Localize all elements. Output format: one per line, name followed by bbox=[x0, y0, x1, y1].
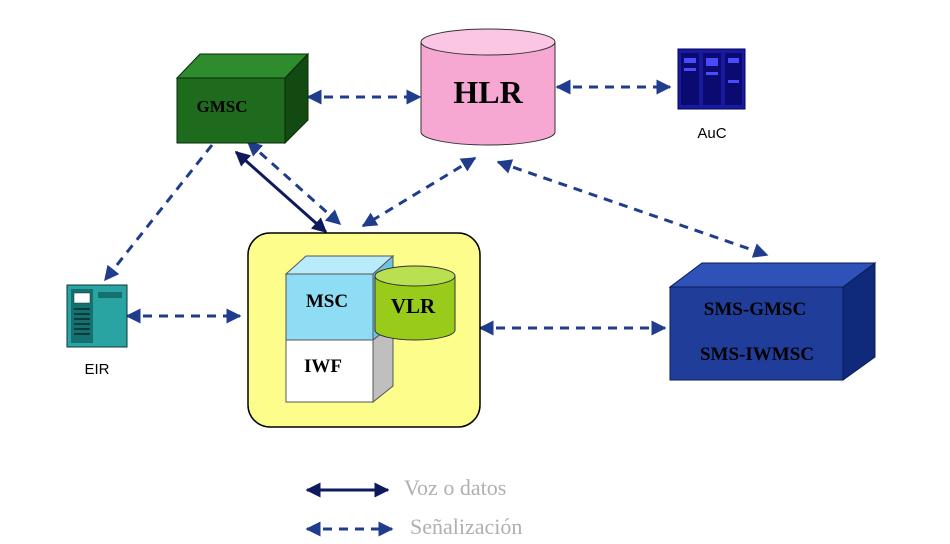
sms-iwmsc-label: SMS-IWMSC bbox=[700, 344, 814, 365]
legend: Voz o datos Señalización bbox=[305, 475, 522, 539]
sms-gmsc-label: SMS-GMSC bbox=[704, 299, 806, 320]
legend-signaling-label: Señalización bbox=[410, 514, 522, 539]
vlr-label: VLR bbox=[391, 294, 436, 318]
link-gmsc-eir bbox=[103, 144, 214, 282]
sms-node: SMS-GMSC SMS-IWMSC bbox=[668, 262, 877, 381]
gmsc-label: GMSC bbox=[197, 97, 248, 116]
link-gmsc-msc-voice bbox=[234, 150, 328, 234]
eir-node: EIR bbox=[66, 284, 128, 378]
link-gmsc-msc-signal bbox=[246, 140, 342, 226]
iwf-node: IWF bbox=[285, 322, 394, 404]
legend-voice-label: Voz o datos bbox=[404, 475, 506, 500]
auc-node: AuC bbox=[677, 48, 746, 142]
iwf-label: IWF bbox=[304, 356, 342, 377]
vlr-node: VLR bbox=[374, 265, 456, 341]
link-hlr-msc bbox=[361, 156, 477, 228]
auc-label: AuC bbox=[697, 125, 726, 142]
hlr-label: HLR bbox=[453, 74, 523, 110]
msc-node: MSC bbox=[284, 254, 395, 342]
hlr-node: HLR bbox=[420, 28, 556, 146]
eir-label: EIR bbox=[84, 361, 109, 378]
link-hlr-sms bbox=[496, 159, 769, 258]
msc-label: MSC bbox=[306, 291, 348, 312]
gmsc-node: GMSC bbox=[175, 52, 310, 145]
